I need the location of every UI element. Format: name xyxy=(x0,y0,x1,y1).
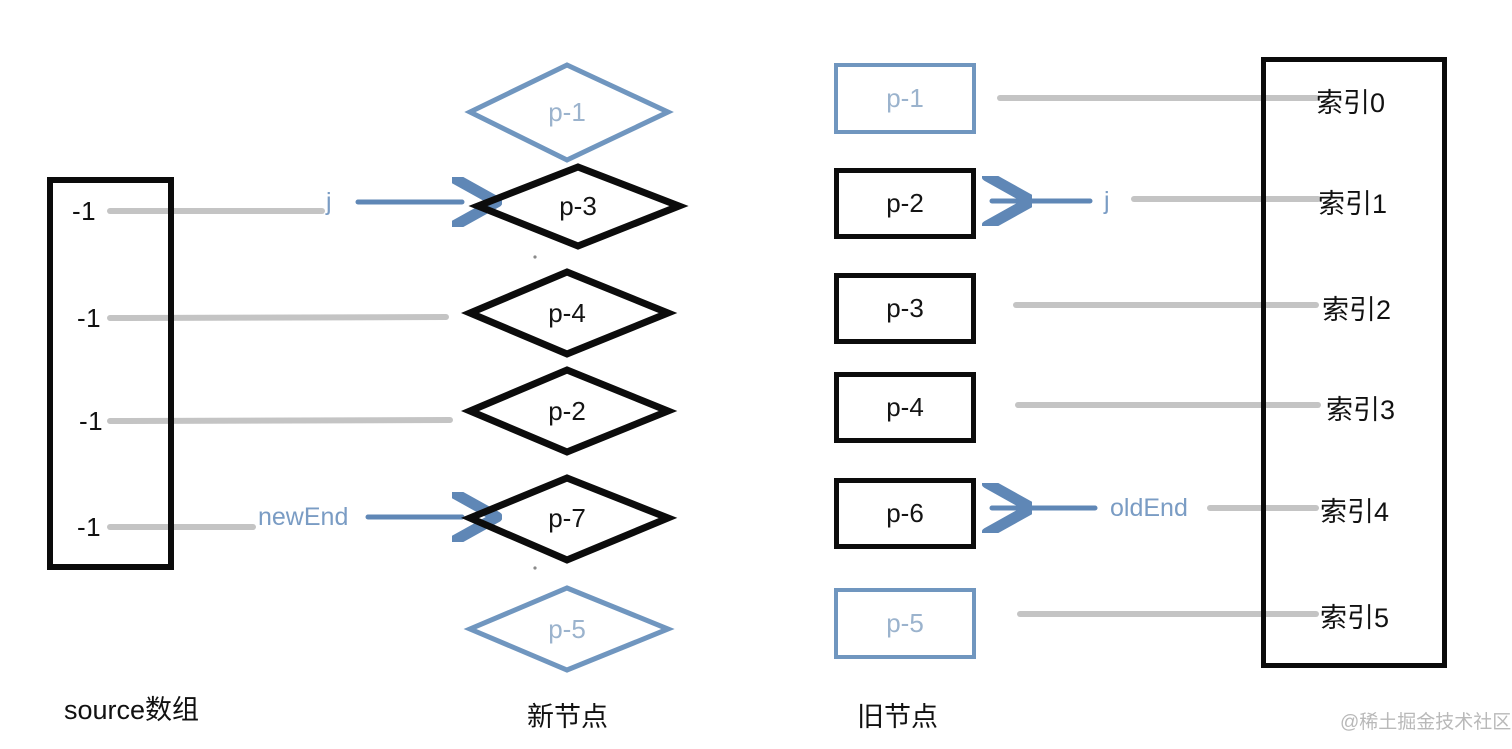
index-label-0: 索引0 xyxy=(1316,88,1386,118)
new-node-p-2-label: p-2 xyxy=(548,395,586,426)
old-node-p-4: p-4 xyxy=(834,372,976,443)
index-label-3: 索引3 xyxy=(1326,395,1396,425)
new-node-p-4-label: p-4 xyxy=(548,297,586,328)
pointer-label-oldend: oldEnd xyxy=(1110,494,1188,522)
pointer-label-j-new: j xyxy=(326,188,332,216)
caption-source-array: source数组 xyxy=(64,695,200,725)
new-node-p-7: p-7 xyxy=(470,470,664,566)
watermark: @稀土掘金技术社区 xyxy=(1340,712,1512,733)
old-node-p-3: p-3 xyxy=(834,273,976,344)
source-array-box xyxy=(47,177,174,570)
index-container-box xyxy=(1261,57,1447,668)
index-label-5: 索引5 xyxy=(1320,603,1390,633)
new-node-p-5-label: p-5 xyxy=(548,613,586,644)
new-node-p-7-label: p-7 xyxy=(548,502,586,533)
left-pointer-arrows xyxy=(355,202,462,517)
old-node-p-5: p-5 xyxy=(834,588,976,659)
right-pointer-arrows xyxy=(992,201,1098,508)
new-node-p-3-label: p-3 xyxy=(559,190,597,221)
new-node-p-1-label: p-1 xyxy=(548,96,586,127)
new-node-p-1: p-1 xyxy=(470,64,664,160)
new-node-p-4: p-4 xyxy=(470,265,664,361)
caption-old-nodes: 旧节点 xyxy=(857,702,938,732)
source-cell-2: -1 xyxy=(79,406,104,436)
old-node-p-2: p-2 xyxy=(834,168,976,239)
source-cell-0: -1 xyxy=(72,196,97,226)
new-node-p-3: p-3 xyxy=(481,158,675,254)
pointer-label-newend: newEnd xyxy=(258,503,349,531)
new-node-p-2: p-2 xyxy=(470,363,664,459)
stray-dot-1 xyxy=(533,255,537,259)
stray-dot-2 xyxy=(533,566,537,570)
index-label-4: 索引4 xyxy=(1320,497,1390,527)
index-label-1: 索引1 xyxy=(1318,189,1388,219)
pointer-label-j-old: j xyxy=(1104,187,1110,215)
source-cell-3: -1 xyxy=(77,512,102,542)
old-node-p-1: p-1 xyxy=(834,63,976,134)
new-node-p-5: p-5 xyxy=(470,581,664,677)
index-label-2: 索引2 xyxy=(1322,295,1392,325)
old-node-p-6: p-6 xyxy=(834,478,976,549)
source-cell-1: -1 xyxy=(77,303,102,333)
caption-new-nodes: 新节点 xyxy=(527,702,608,732)
